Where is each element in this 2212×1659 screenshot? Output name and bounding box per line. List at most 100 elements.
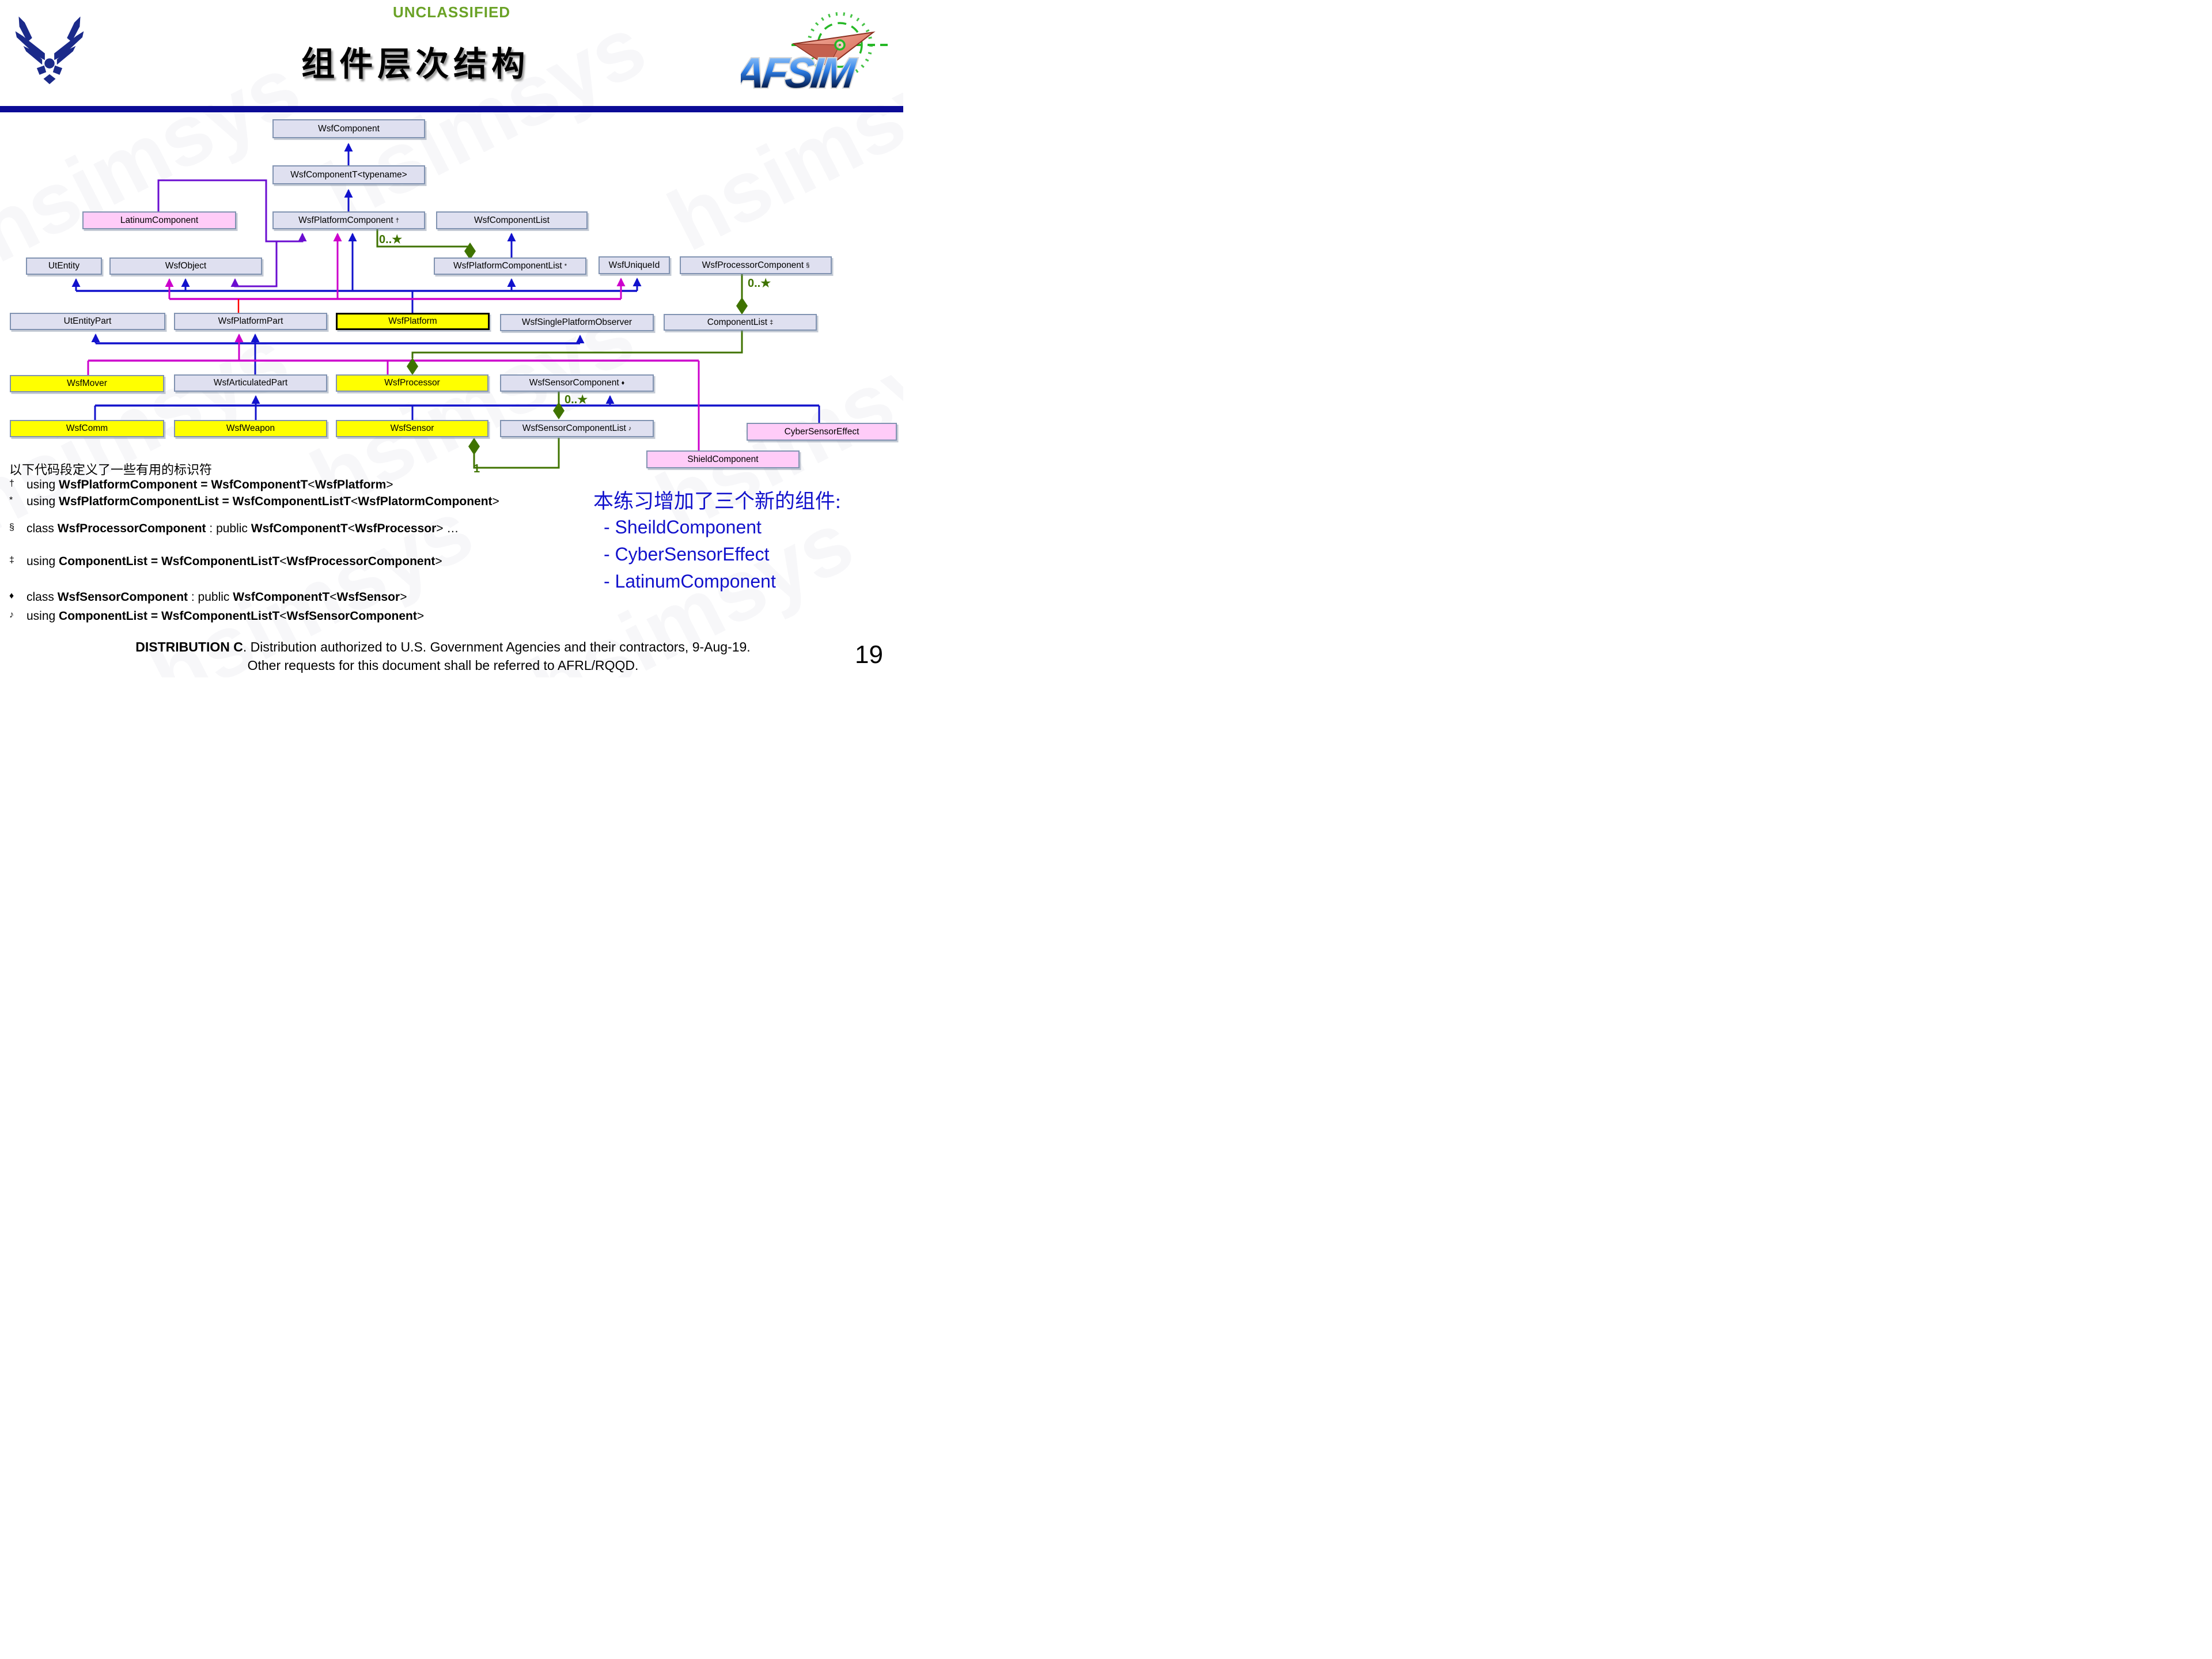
legend-line-♦: ♦class WsfSensorComponent : public WsfCo… xyxy=(9,590,407,604)
aggregation-diamond xyxy=(464,243,476,260)
node-wsf-platform-component-list: WsfPlatformComponentList* xyxy=(434,257,586,275)
usaf-logo xyxy=(9,14,90,88)
node-label: WsfPlatform xyxy=(388,316,437,326)
edge-agg-platformcomponent xyxy=(376,229,468,248)
legend-text: using xyxy=(26,495,59,508)
callout-title: 本练习增加了三个新的组件: xyxy=(593,490,841,513)
legend-line-§: §class WsfProcessorComponent : public Ws… xyxy=(9,522,459,536)
legend-line-*: *using WsfPlatformComponentList = WsfCom… xyxy=(9,495,499,509)
legend-text: using xyxy=(26,609,59,623)
legend-text: WsfSensorComponent xyxy=(286,609,417,623)
node-label: WsfComponentList xyxy=(474,215,550,225)
usaf-wings-icon xyxy=(15,16,84,85)
node-label: WsfArticulatedPart xyxy=(213,378,288,388)
legend-line-†: †using WsfPlatformComponent = WsfCompone… xyxy=(9,478,393,492)
aggregation-diamond xyxy=(468,438,480,455)
legend-text: WsfProcessorComponent xyxy=(286,555,435,568)
distribution-text: . Distribution authorized to U.S. Govern… xyxy=(243,639,751,654)
legend-text: < xyxy=(329,590,337,604)
node-label: CyberSensorEffect xyxy=(784,426,859,437)
legend-text: = xyxy=(147,609,161,623)
node-label: ComponentList xyxy=(707,317,768,327)
legend-text: WsfProcessor xyxy=(355,522,437,535)
node-suffix-marker: * xyxy=(564,263,567,270)
legend-line-♪: ♪using ComponentList = WsfComponentListT… xyxy=(9,609,424,623)
multiplicity-label: 0..★ xyxy=(565,393,588,406)
legend-text: ComponentList xyxy=(59,609,148,623)
node-wsf-sensor: WsfSensor xyxy=(336,420,488,437)
legend-text: class xyxy=(26,522,58,535)
legend-text: < xyxy=(279,555,287,568)
legend-marker: ♪ xyxy=(9,610,14,620)
legend-text: WsfPlatformComponentList xyxy=(59,495,219,508)
legend-text: WsfComponentT xyxy=(233,590,330,604)
node-label: WsfObject xyxy=(165,261,207,271)
node-wsf-single-platform-observer: WsfSinglePlatformObserver xyxy=(500,314,654,331)
edge-agg-componentlist-processor xyxy=(411,331,743,358)
callout-item: - LatinumComponent xyxy=(604,571,776,592)
node-suffix-marker: § xyxy=(806,262,810,269)
node-label: WsfMover xyxy=(67,378,107,388)
node-wsf-sensor-component: WsfSensorComponent♦ xyxy=(500,374,654,392)
edge-agg-sensor-list xyxy=(473,438,560,469)
legend-line-‡: ‡using ComponentList = WsfComponentListT… xyxy=(9,555,442,569)
legend-text: WsfComponentT xyxy=(211,478,308,491)
node-suffix-marker: ♦ xyxy=(621,380,625,387)
node-wsf-weapon: WsfWeapon xyxy=(174,420,327,437)
node-wsf-comm: WsfComm xyxy=(10,420,164,437)
node-wsf-component: WsfComponent xyxy=(272,119,425,138)
legend-marker: † xyxy=(9,479,14,488)
afsim-logo-graphic: AFSIM xyxy=(729,12,888,98)
diagram-connectors xyxy=(71,143,820,469)
multiplicity-label: 0..★ xyxy=(748,277,771,290)
node-wsf-platform: WsfPlatform xyxy=(336,313,490,330)
legend-text: < xyxy=(308,478,315,491)
node-label: WsfComponentT<typename> xyxy=(290,169,407,180)
legend-text: = xyxy=(147,555,161,568)
aggregation-diamond xyxy=(553,402,565,419)
page-number: 19 xyxy=(855,641,883,669)
legend-text: WsfPlatformComponent xyxy=(59,478,198,491)
node-label: WsfProcessor xyxy=(384,378,440,388)
legend-marker: ♦ xyxy=(9,591,14,601)
legend-text: > xyxy=(435,555,442,568)
node-wsf-component-list: WsfComponentList xyxy=(436,211,588,229)
node-wsf-sensor-component-list: WsfSensorComponentList♪ xyxy=(500,420,654,437)
node-label: WsfProcessorComponent xyxy=(702,260,804,270)
legend-text: WsfComponentListT xyxy=(232,495,351,508)
node-suffix-marker: ‡ xyxy=(770,319,774,326)
node-label: WsfSinglePlatformObserver xyxy=(521,317,632,327)
legend-text: … xyxy=(443,522,459,535)
legend-text: > xyxy=(386,478,393,491)
node-component-list: ComponentList‡ xyxy=(664,314,817,331)
node-label: WsfPlatformComponentList xyxy=(453,261,562,271)
aggregation-diamond xyxy=(736,297,748,315)
edge-latinum-to-platformcomponent xyxy=(157,179,307,243)
callout-item: - SheildComponent xyxy=(604,517,762,537)
node-latinum-component: LatinumComponent xyxy=(82,211,236,229)
legend-text: WsfSensorComponent xyxy=(57,590,188,604)
legend-text: < xyxy=(347,522,355,535)
legend-text: = xyxy=(197,478,211,491)
edge-latinum-to-wsfobject xyxy=(230,241,278,287)
legend-text: < xyxy=(279,609,287,623)
node-label: WsfSensorComponent xyxy=(529,378,619,388)
legend-text: ComponentList xyxy=(59,555,148,568)
legend-text: WsfProcessorComponent xyxy=(57,522,206,535)
distribution-statement-line1: DISTRIBUTION C. Distribution authorized … xyxy=(60,639,826,655)
legend-text: > xyxy=(436,522,444,535)
node-label: WsfPlatformComponent xyxy=(298,215,393,225)
node-label: WsfPlatformPart xyxy=(218,316,283,326)
node-shield-component: ShieldComponent xyxy=(646,450,800,468)
node-ut-entity-part: UtEntityPart xyxy=(10,313,165,330)
legend-marker: ‡ xyxy=(9,555,14,565)
reticle-center-icon xyxy=(834,39,846,51)
legend-marker: * xyxy=(9,495,13,505)
legend-text: > xyxy=(400,590,407,604)
node-wsf-articulated-part: WsfArticulatedPart xyxy=(174,374,327,392)
node-label: LatinumComponent xyxy=(120,215,199,225)
distribution-statement-line2: Other requests for this document shall b… xyxy=(247,658,639,673)
legend-text: WsfComponentT xyxy=(251,522,348,535)
node-wsf-object: WsfObject xyxy=(109,257,262,275)
